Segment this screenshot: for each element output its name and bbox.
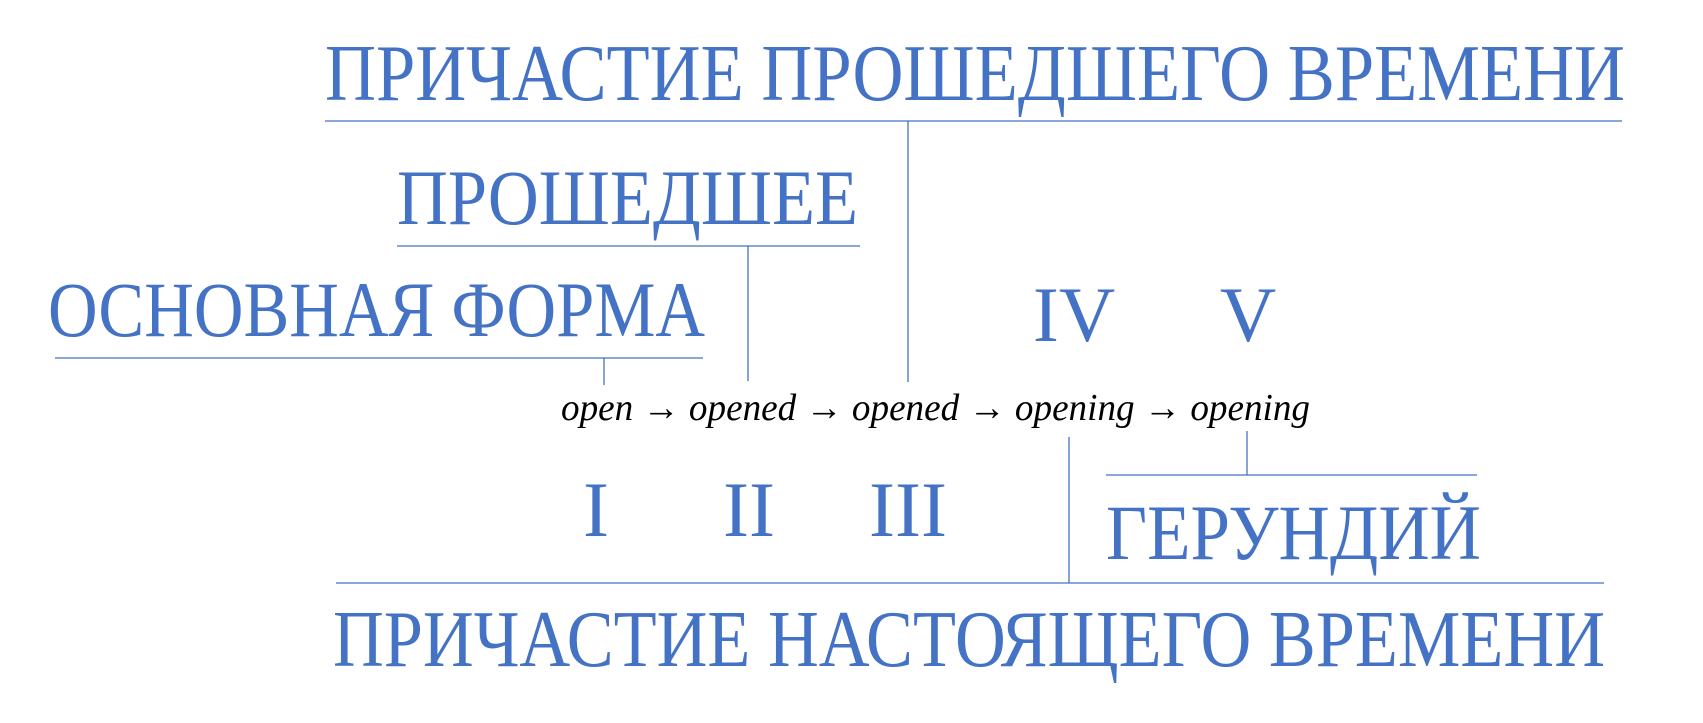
present-participle-label: ПРИЧАСТИЕ НАСТОЯЩЕГО ВРЕМЕНИ: [333, 596, 1605, 684]
numeral-iv: IV: [1033, 271, 1115, 358]
base-form-label: ОСНОВНАЯ ФОРМА: [48, 266, 705, 353]
numeral-v: V: [1220, 271, 1276, 358]
numeral-iii: III: [869, 466, 947, 553]
gerund-label: ГЕРУНДИЙ: [1106, 489, 1481, 576]
past-participle-label: ПРИЧАСТИЕ ПРОШЕДШЕГО ВРЕМЕНИ: [325, 30, 1625, 118]
verb-chain: open → opened → opened → opening → openi…: [561, 387, 1310, 429]
past-label: ПРОШЕДШЕЕ: [397, 154, 858, 241]
numeral-ii: II: [723, 466, 775, 553]
numeral-i: I: [583, 466, 609, 553]
